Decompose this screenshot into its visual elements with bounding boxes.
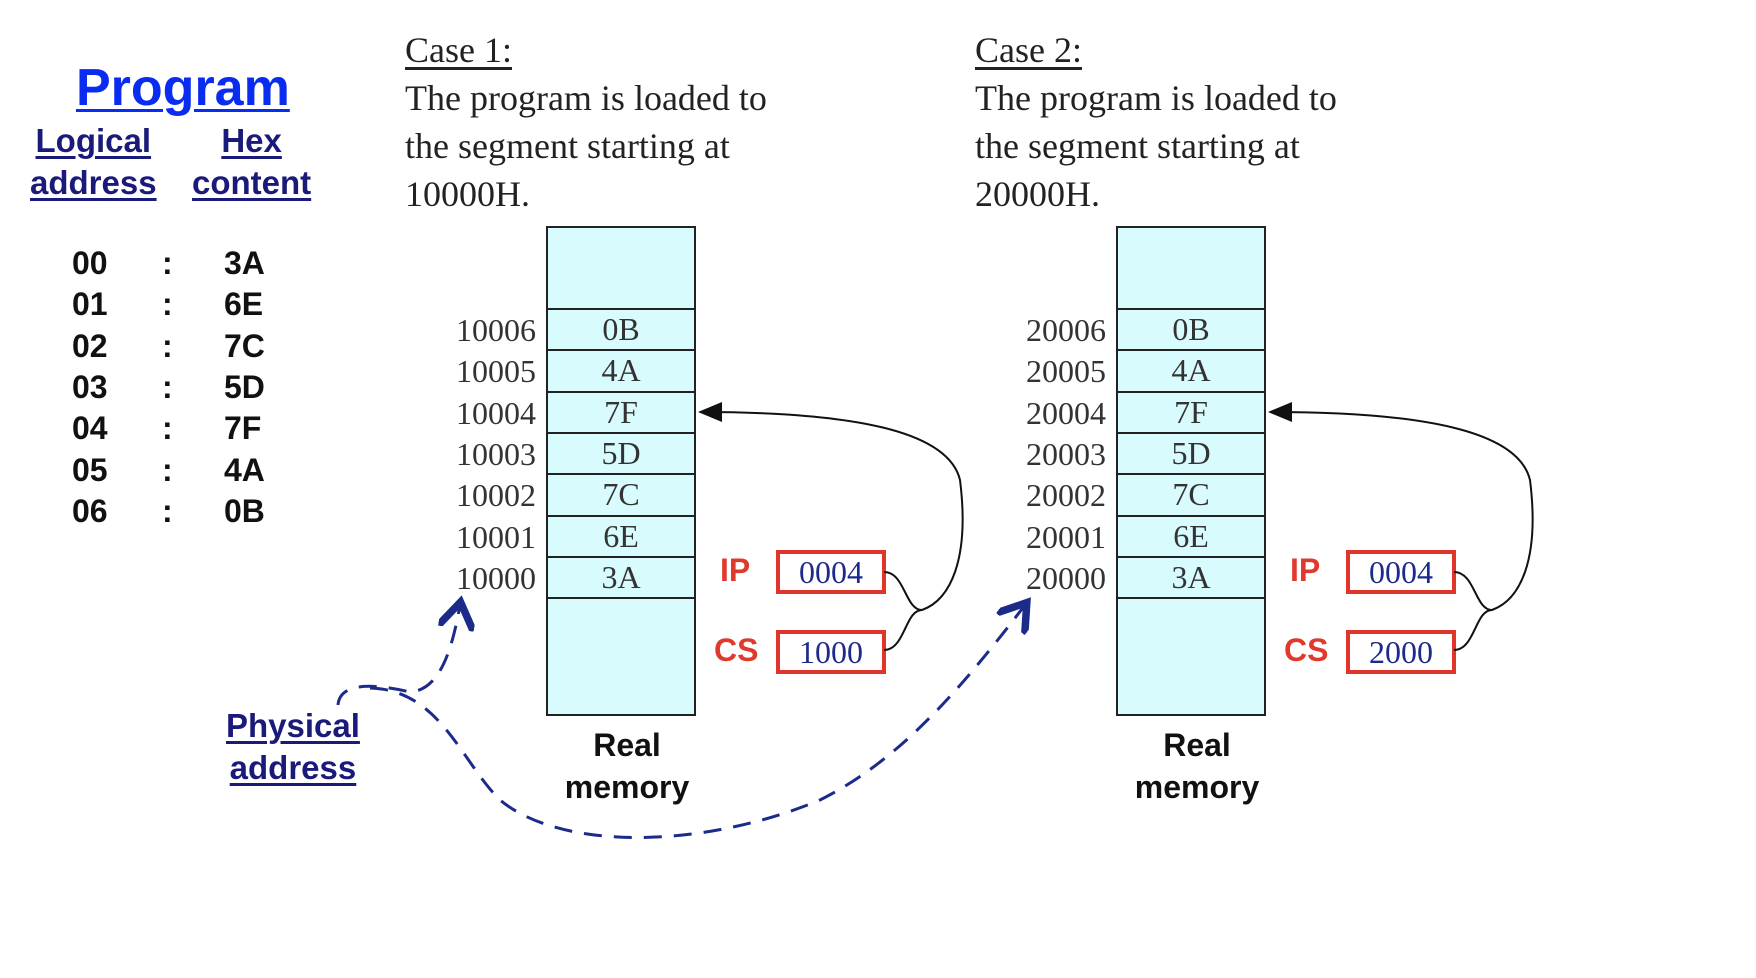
address-arrow-case1 bbox=[698, 402, 964, 612]
ip-label: IP bbox=[720, 552, 751, 588]
case-description-line: The program is loaded to bbox=[975, 78, 1337, 118]
label-line: Real bbox=[1163, 727, 1231, 763]
program-row-hex: 5D bbox=[224, 368, 265, 405]
program-row-sep: : bbox=[162, 245, 173, 281]
program-row-hex: 0B bbox=[224, 492, 265, 529]
program-row-sep: : bbox=[162, 327, 173, 364]
memory-cell: 5D bbox=[1118, 431, 1264, 473]
memory-cell: 7C bbox=[548, 473, 694, 514]
case-title: Case 1: bbox=[405, 30, 512, 70]
cs-register: 2000 bbox=[1346, 630, 1456, 674]
memory-address: 20002 bbox=[1026, 477, 1106, 514]
header-line: Hex bbox=[221, 122, 282, 159]
case-description-line: The program is loaded to bbox=[405, 78, 767, 118]
label-line: memory bbox=[1134, 769, 1260, 805]
memory-address: 10005 bbox=[456, 353, 536, 390]
memory-address: 10003 bbox=[456, 435, 536, 472]
program-row-addr: 01 bbox=[72, 286, 108, 323]
ip-register: 0004 bbox=[1346, 550, 1456, 594]
case-description-line: the segment starting at bbox=[405, 126, 730, 166]
memory-divider bbox=[548, 597, 694, 600]
hex-content-header: Hex content bbox=[192, 120, 311, 204]
program-row-hex: 7F bbox=[224, 410, 262, 447]
memory-address: 20000 bbox=[1026, 559, 1106, 596]
memory-address: 10000 bbox=[456, 559, 536, 596]
memory-cell: 7F bbox=[548, 390, 694, 432]
cs-label: CS bbox=[714, 632, 759, 668]
program-row-addr: 00 bbox=[72, 245, 108, 281]
program-row-addr: 02 bbox=[72, 327, 108, 364]
memory-address: 20004 bbox=[1026, 394, 1106, 431]
case-description-line: 10000H. bbox=[405, 174, 530, 214]
physical-arrow-case2 bbox=[369, 605, 1025, 839]
memory-address: 20006 bbox=[1026, 312, 1106, 348]
program-row-sep: : bbox=[162, 286, 173, 323]
label-line: Real bbox=[593, 727, 661, 763]
memory-cell: 7F bbox=[1118, 390, 1264, 432]
memory-cell: 6E bbox=[1118, 514, 1264, 556]
cs-bracket-case2 bbox=[1453, 609, 1493, 651]
memory-cell: 7C bbox=[1118, 473, 1264, 514]
header-line: content bbox=[192, 164, 312, 201]
program-row-hex: 6E bbox=[224, 286, 264, 323]
program-row-addr: 05 bbox=[72, 451, 108, 488]
program-row-hex: 4A bbox=[224, 451, 265, 488]
program-row-sep: : bbox=[162, 368, 173, 405]
physical-address-label: Physical address bbox=[226, 705, 360, 789]
memory-cell: 0B bbox=[1118, 308, 1264, 349]
label-line: Physical bbox=[226, 707, 360, 744]
memory-cell: 5D bbox=[548, 431, 694, 473]
real-memory-label: Real memory bbox=[1097, 724, 1297, 808]
case-title: Case 2: bbox=[975, 30, 1082, 70]
memory-address: 10001 bbox=[456, 518, 536, 555]
program-row-sep: : bbox=[162, 492, 173, 529]
case-description-line: the segment starting at bbox=[975, 126, 1300, 166]
cs-label: CS bbox=[1284, 632, 1329, 668]
memory-address: 20005 bbox=[1026, 353, 1106, 390]
program-row-sep: : bbox=[162, 451, 173, 488]
program-row-addr: 06 bbox=[72, 492, 108, 529]
memory-cell: 0B bbox=[548, 308, 694, 349]
physical-arrow-case1 bbox=[336, 605, 460, 706]
label-line: address bbox=[229, 749, 357, 786]
cs-bracket-case1 bbox=[883, 609, 923, 651]
memory-cell: 3A bbox=[548, 555, 694, 597]
program-row-addr: 03 bbox=[72, 368, 108, 405]
cs-register: 1000 bbox=[776, 630, 886, 674]
ip-label: IP bbox=[1290, 552, 1321, 588]
case-description-line: 20000H. bbox=[975, 174, 1100, 214]
address-arrow-case2 bbox=[1268, 402, 1534, 612]
memory-address: 10004 bbox=[456, 394, 536, 431]
memory-address: 20003 bbox=[1026, 435, 1106, 472]
program-row-hex: 7C bbox=[224, 327, 265, 364]
memory-cell: 6E bbox=[548, 514, 694, 556]
real-memory-label: Real memory bbox=[527, 724, 727, 808]
memory-address: 20001 bbox=[1026, 518, 1106, 555]
program-title: Program bbox=[76, 59, 290, 117]
memory-cell: 3A bbox=[1118, 555, 1264, 597]
program-row-sep: : bbox=[162, 410, 173, 447]
program-row-hex: 3A bbox=[224, 245, 265, 281]
program-row-addr: 04 bbox=[72, 410, 108, 447]
memory-divider bbox=[1118, 597, 1264, 600]
header-line: address bbox=[30, 164, 157, 201]
header-line: Logical bbox=[35, 122, 152, 159]
memory-address: 10002 bbox=[456, 477, 536, 514]
logical-address-header: Logical address bbox=[30, 120, 157, 204]
memory-cell: 4A bbox=[548, 349, 694, 390]
label-line: memory bbox=[564, 769, 690, 805]
memory-address: 10006 bbox=[456, 312, 536, 348]
memory-cell: 4A bbox=[1118, 349, 1264, 390]
